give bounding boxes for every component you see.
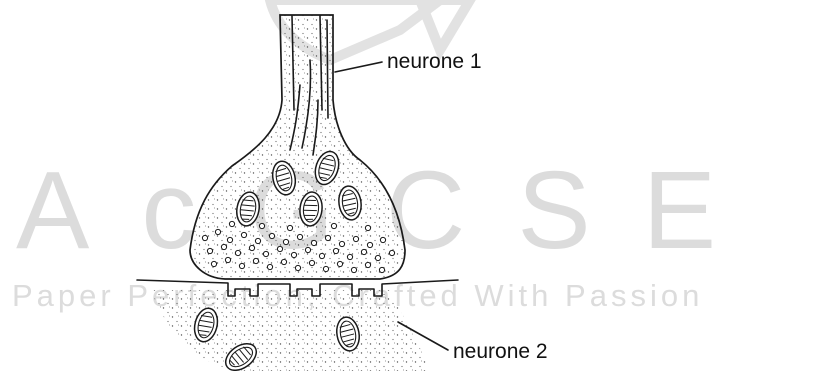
vesicle-icon xyxy=(380,237,385,242)
vesicle-icon xyxy=(283,239,288,244)
vesicle-icon xyxy=(259,223,264,228)
vesicle-icon xyxy=(253,258,258,263)
vesicle-icon xyxy=(365,262,370,267)
vesicle-icon xyxy=(221,244,226,249)
vesicle-icon xyxy=(389,250,394,255)
vesicle-icon xyxy=(309,260,314,265)
vesicle-icon xyxy=(319,253,324,258)
label-neurone-2: neurone 2 xyxy=(453,340,548,363)
vesicle-icon xyxy=(311,240,316,245)
vesicle-icon xyxy=(379,267,384,272)
vesicle-icon xyxy=(229,221,234,226)
label-neurone-1: neurone 1 xyxy=(387,50,482,73)
vesicle-icon xyxy=(295,265,300,270)
vesicle-icon xyxy=(211,261,216,266)
vesicle-icon xyxy=(325,235,330,240)
vesicle-icon xyxy=(333,248,338,253)
vesicle-icon xyxy=(269,233,274,238)
vesicle-icon xyxy=(331,223,336,228)
vesicle-icon xyxy=(239,263,244,268)
vesicle-icon xyxy=(365,225,370,230)
vesicle-icon xyxy=(215,229,220,234)
vesicle-icon xyxy=(375,255,380,260)
vesicle-icon xyxy=(323,266,328,271)
vesicle-icon xyxy=(207,248,212,253)
vesicle-icon xyxy=(235,250,240,255)
vesicle-icon xyxy=(267,264,272,269)
vesicle-icon xyxy=(337,261,342,266)
vesicle-icon xyxy=(249,245,254,250)
leader-line-neurone-1 xyxy=(335,62,382,72)
vesicle-icon xyxy=(339,241,344,246)
vesicle-icon xyxy=(361,249,366,254)
vesicle-icon xyxy=(241,232,246,237)
vesicle-icon xyxy=(227,237,232,242)
vesicle-icon xyxy=(291,252,296,257)
vesicle-icon xyxy=(225,257,230,262)
vesicle-icon xyxy=(202,235,207,240)
vesicle-icon xyxy=(347,254,352,259)
vesicle-icon xyxy=(255,238,260,243)
vesicle-icon xyxy=(297,234,302,239)
neurone-2-body xyxy=(150,287,430,371)
vesicle-icon xyxy=(263,251,268,256)
vesicle-icon xyxy=(351,267,356,272)
vesicle-icon xyxy=(281,259,286,264)
vesicle-icon xyxy=(305,247,310,252)
neurone-1-body xyxy=(190,15,405,279)
vesicle-icon xyxy=(367,242,372,247)
vesicle-icon xyxy=(277,246,282,251)
vesicle-icon xyxy=(287,225,292,230)
vesicle-icon xyxy=(353,236,358,241)
